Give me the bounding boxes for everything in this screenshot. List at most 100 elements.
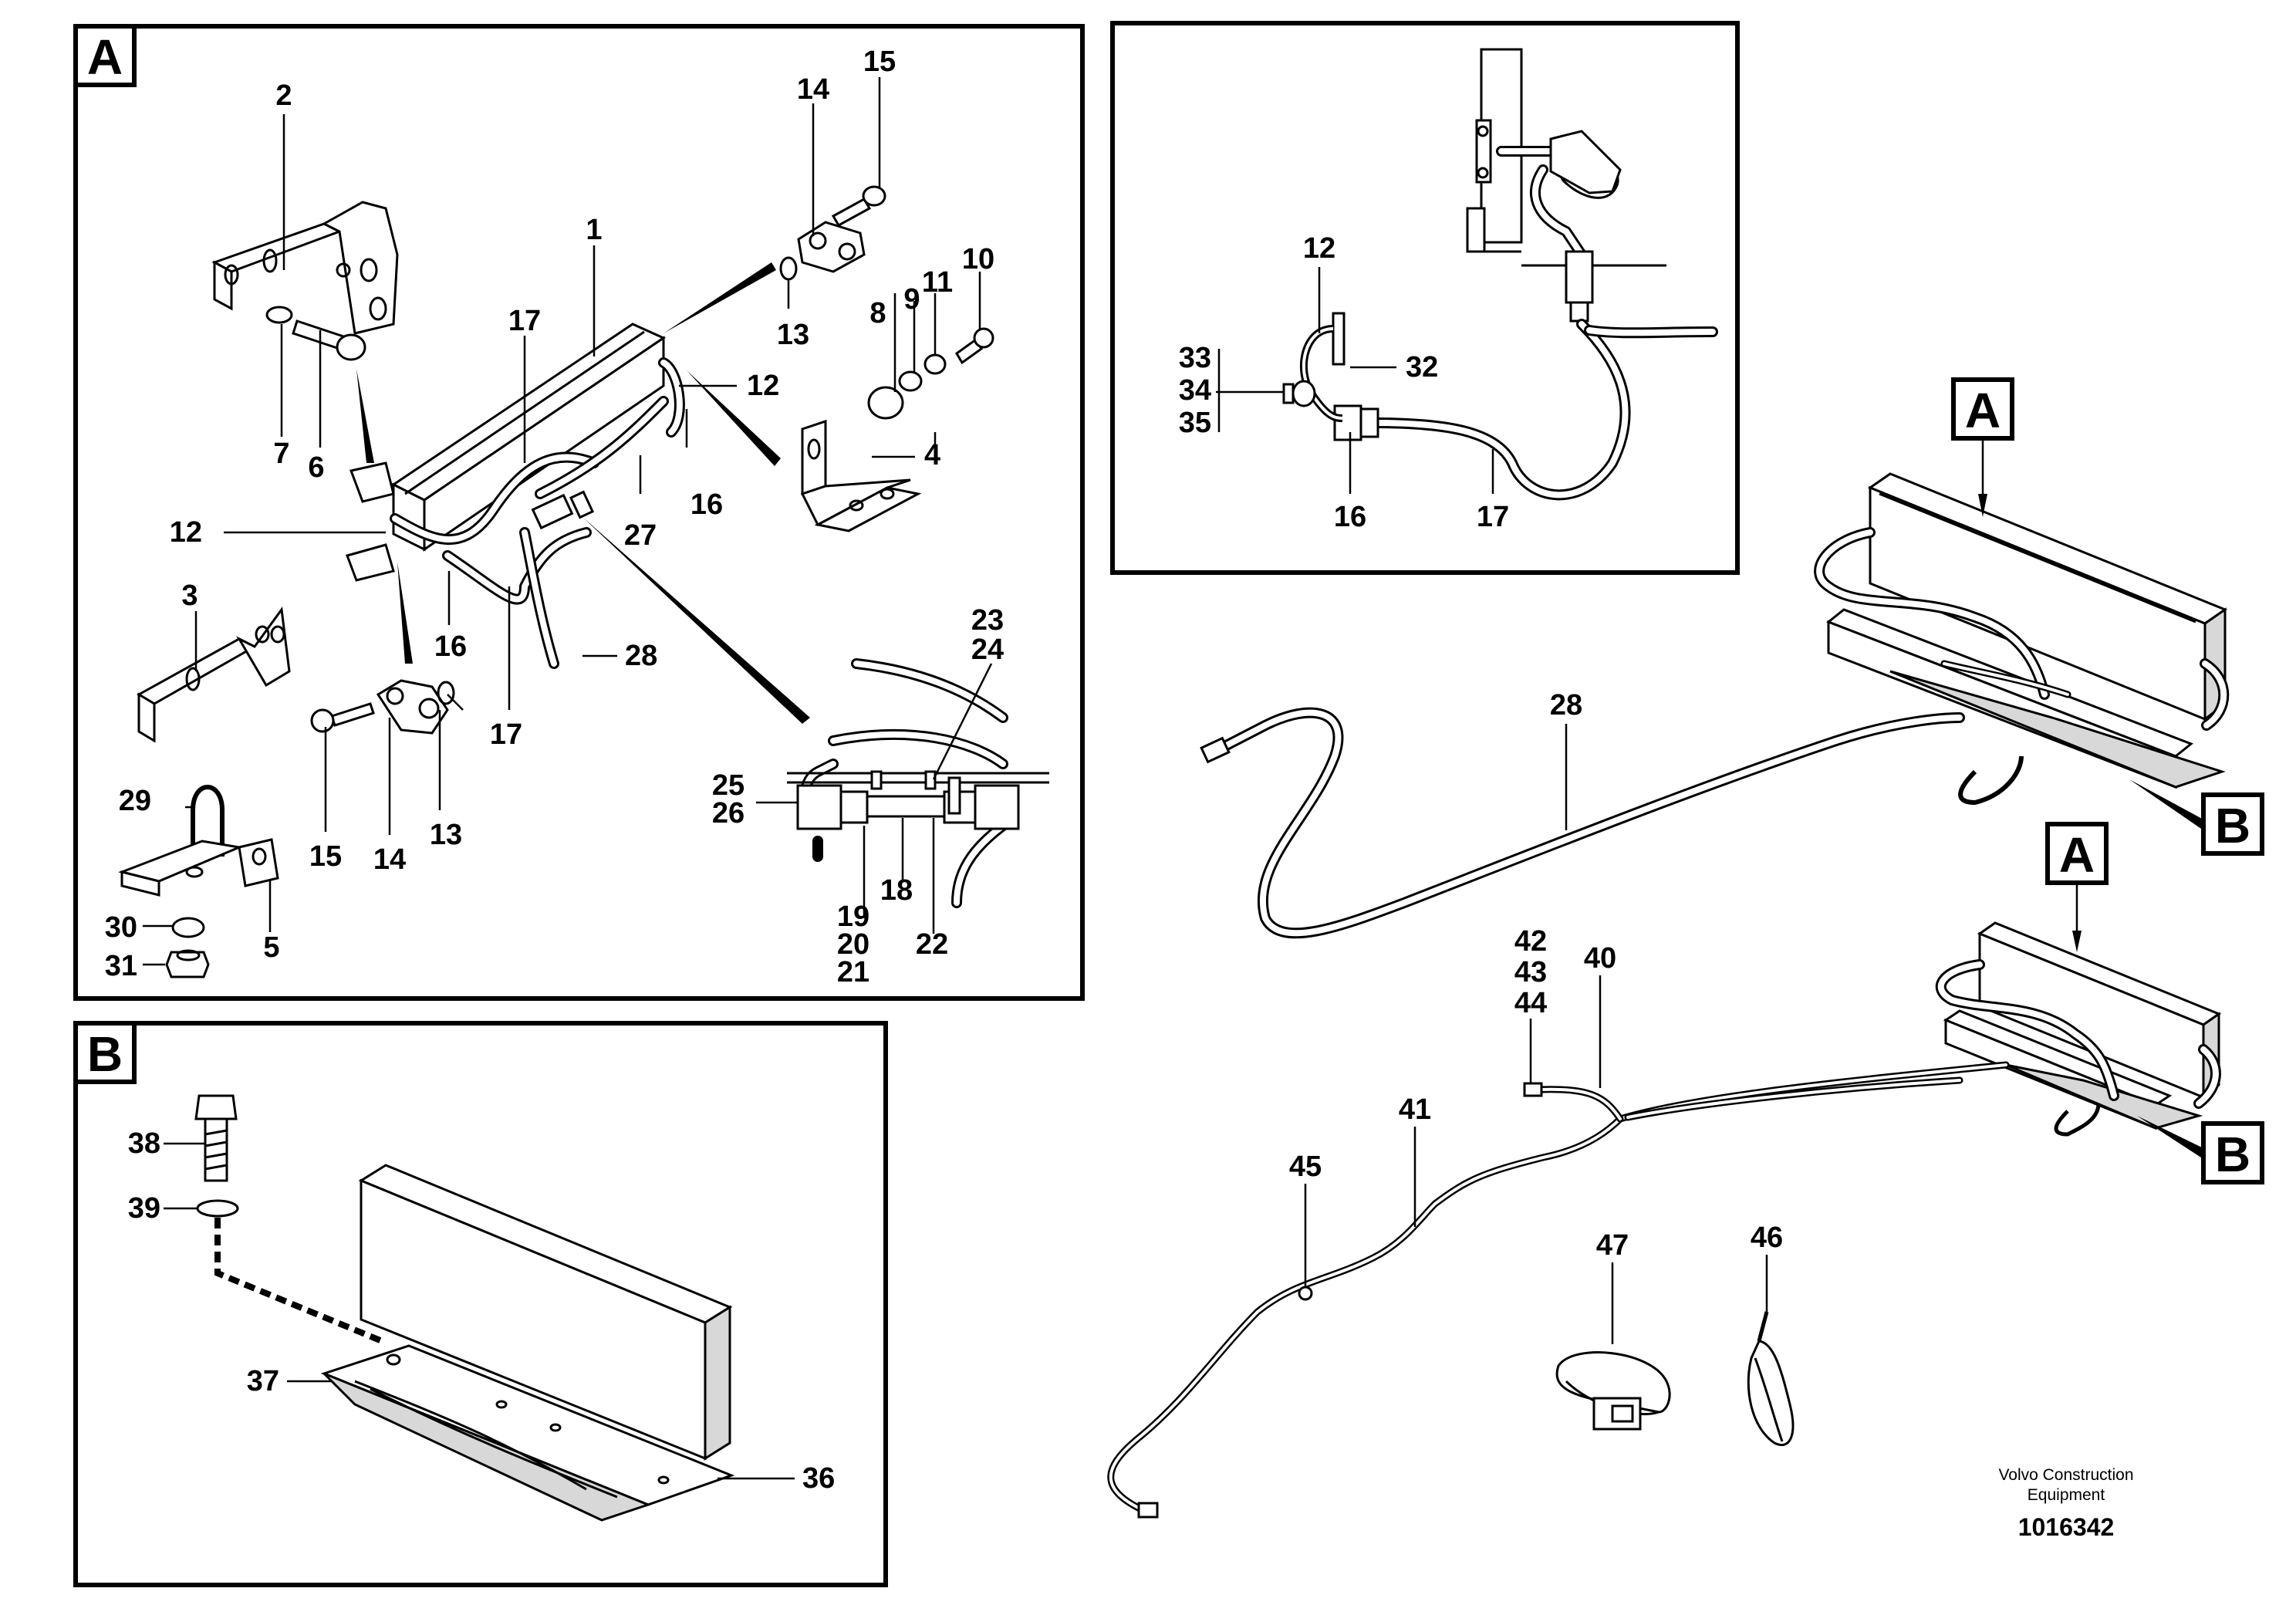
screw-10	[955, 327, 994, 365]
detail-panel-frame	[1110, 21, 1740, 575]
ref-a-lower: A	[2059, 827, 2095, 883]
cooler-tab-upper	[349, 461, 395, 503]
callout-5: 5	[263, 931, 279, 964]
detail-valve-block	[1466, 48, 1666, 323]
callout-30: 30	[105, 911, 137, 944]
callout-13-lower: 13	[430, 819, 462, 851]
bolt-path-dashed	[214, 1218, 387, 1346]
callout-d32: 32	[1406, 351, 1438, 384]
callout-8: 8	[869, 297, 886, 329]
callout-47: 47	[1596, 1229, 1629, 1262]
cooler-assembly-lower	[1935, 921, 2222, 1137]
callout-14-upper: 14	[797, 73, 829, 106]
callout-d35: 35	[1179, 407, 1211, 439]
pointer-wedge-3	[687, 370, 781, 466]
callout-d33: 33	[1179, 342, 1211, 374]
tube-41	[1107, 1061, 2010, 1519]
callout-10: 10	[962, 243, 994, 275]
washer-11	[923, 353, 947, 375]
callout-13-upper: 13	[777, 319, 809, 351]
panel-b-letter: B	[87, 1026, 123, 1082]
cable-tie-46	[1747, 1311, 1795, 1446]
callout-28-overview: 28	[1550, 689, 1582, 721]
callout-23: 23	[971, 604, 1004, 637]
flange-clamp-14-lower	[376, 679, 449, 735]
washer-9	[898, 370, 923, 392]
callout-28-panel-a: 28	[625, 640, 657, 672]
callout-43: 43	[1514, 956, 1547, 988]
callout-12-left: 12	[170, 516, 202, 549]
bolt-38	[194, 1094, 238, 1182]
ref-b-upper: B	[2215, 798, 2250, 853]
bracket-3	[136, 607, 291, 743]
callout-39: 39	[128, 1192, 160, 1225]
ref-a-upper: A	[1965, 383, 2001, 438]
u-bolt-29	[191, 785, 225, 864]
callout-21: 21	[837, 956, 869, 988]
o-ring-13-upper	[779, 256, 798, 281]
bracket-4	[800, 419, 922, 532]
overview: A B A B 28 40 42 43 44 41 45 47 46	[1107, 377, 2264, 1541]
callout-27: 27	[624, 519, 657, 552]
oil-cooler	[391, 323, 667, 552]
callout-19: 19	[837, 901, 869, 933]
ref-b-lower-wedge	[2137, 1116, 2203, 1159]
washer-7	[265, 306, 293, 324]
callout-20: 20	[837, 928, 869, 961]
pointer-wedge-4	[663, 262, 776, 333]
panel-b-tag	[73, 1021, 137, 1084]
callout-2: 2	[275, 79, 292, 112]
callout-16-lower: 16	[434, 630, 467, 663]
pointer-wedge-1	[356, 369, 374, 463]
bolt-6	[292, 319, 366, 361]
callout-15-lower: 15	[309, 840, 342, 873]
callout-41: 41	[1399, 1093, 1431, 1126]
pointer-wedge-5	[582, 517, 810, 724]
panel-a-leaders	[143, 77, 993, 966]
ref-b-lower: B	[2215, 1127, 2250, 1182]
panel-a: A	[73, 24, 1085, 1001]
callout-6: 6	[308, 451, 324, 484]
callout-16-upper: 16	[690, 488, 723, 521]
detail-hose-17	[1333, 319, 1718, 501]
callout-37: 37	[247, 1365, 279, 1397]
callout-44: 44	[1514, 987, 1547, 1019]
o-ring-13-lower	[437, 681, 455, 705]
callout-24: 24	[971, 634, 1004, 666]
ref-a-upper-arrow	[1978, 494, 1987, 517]
bracket-5	[118, 838, 279, 897]
callout-36: 36	[802, 1462, 835, 1495]
bracket-2	[211, 201, 399, 335]
overview-leaders	[1304, 724, 1768, 1344]
hoses-panel-a	[390, 357, 685, 669]
credit-line-1: Volvo Construction	[1998, 1466, 2133, 1484]
callout-42: 42	[1514, 925, 1547, 958]
credit-line-2: Equipment	[2028, 1486, 2105, 1504]
detail-panel: 12 32 33 34 35 16 17	[1110, 21, 1740, 575]
callout-38: 38	[128, 1127, 160, 1160]
nut-31	[165, 949, 210, 978]
drawing-number: 1016342	[2018, 1513, 2115, 1541]
pointer-wedge-2	[397, 562, 413, 664]
callout-31: 31	[105, 950, 137, 982]
callout-d17: 17	[1477, 501, 1509, 533]
callout-14-lower: 14	[373, 843, 406, 876]
spacer-8	[867, 386, 904, 420]
callout-46: 46	[1751, 1222, 1783, 1254]
callout-3: 3	[181, 580, 198, 612]
washer-30	[171, 917, 205, 938]
clamp-47	[1555, 1351, 1671, 1431]
callout-d16: 16	[1334, 501, 1366, 533]
callout-18: 18	[880, 874, 913, 907]
callout-29: 29	[119, 785, 151, 817]
panel-a-frame	[73, 24, 1085, 1001]
screw-15-upper	[831, 185, 886, 228]
washer-39	[196, 1199, 239, 1218]
callout-12-right: 12	[747, 370, 779, 402]
hose-28	[1200, 707, 1965, 939]
callout-22: 22	[916, 928, 948, 961]
callout-4: 4	[924, 439, 940, 471]
panel-a-tag	[73, 24, 137, 87]
ref-a-lower-arrow	[2072, 931, 2082, 952]
